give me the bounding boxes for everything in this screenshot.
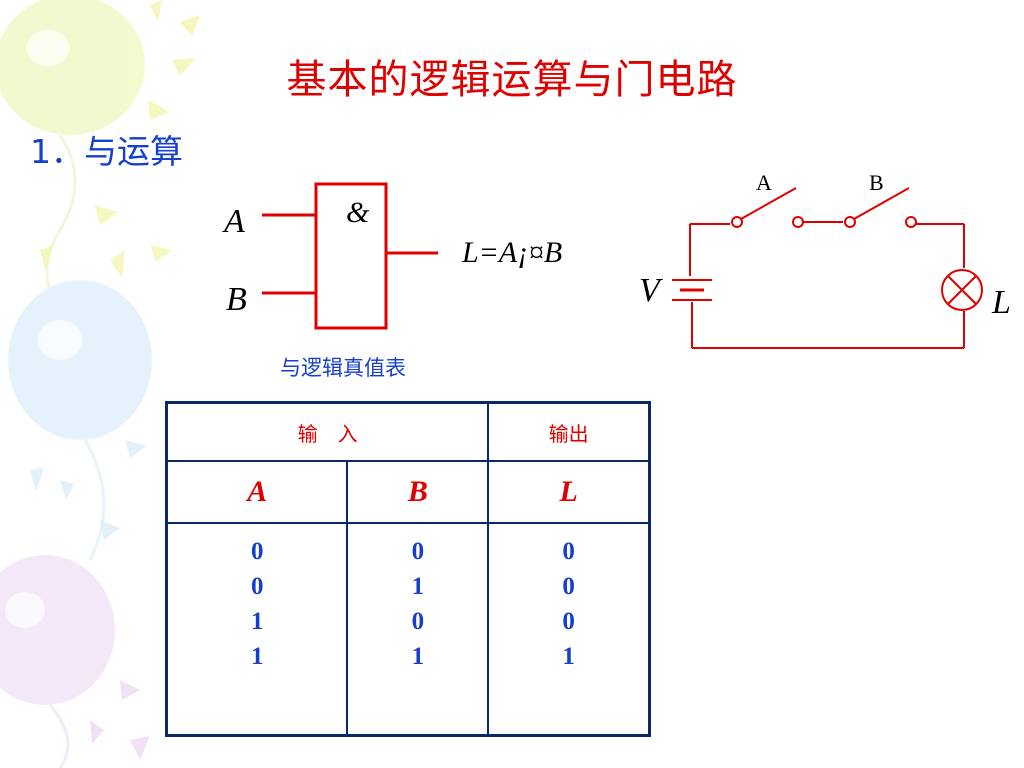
truth-table: 输 入 输出 A B L 0 0 1 1 0 1 0 1 0 0 0 1 [165, 401, 651, 737]
table-cell: 0 [411, 538, 425, 565]
output-header: 输出 [487, 401, 651, 462]
table-cell: 1 [411, 573, 425, 600]
table-cell: 1 [411, 643, 425, 670]
voltage-source-label: V [639, 272, 660, 309]
column-b-header: B [346, 460, 490, 524]
and-symbol: & [346, 196, 370, 229]
switch-b-label: B [869, 170, 884, 195]
column-a-header: A [165, 460, 349, 524]
table-header-row: 输 入 输出 [165, 401, 651, 462]
switch-a-label: A [756, 170, 772, 195]
table-cell: 1 [250, 643, 264, 670]
column-a-values: 0 0 1 1 [165, 522, 349, 737]
switch-a-left-contact [731, 216, 743, 228]
switch-b-left-contact [844, 216, 856, 228]
gate-input-b-label: B [226, 281, 247, 318]
table-cell: 0 [562, 573, 575, 600]
column-l-header: L [487, 460, 651, 524]
slide-title: 基本的逻辑运算与门电路 [286, 57, 738, 103]
switch-a-right-contact [792, 216, 804, 228]
table-cell: 0 [562, 608, 575, 635]
column-l-values: 0 0 0 1 [487, 522, 651, 737]
table-cell: 0 [250, 538, 264, 565]
table-cell: 1 [250, 608, 264, 635]
and-formula: L=A¡¤B [462, 236, 563, 269]
table-cell: 1 [562, 643, 575, 670]
switch-b-right-contact [905, 216, 917, 228]
table-variable-row: A B L [165, 460, 651, 524]
gate-input-a-label: A [224, 203, 245, 240]
switch-a-blade [740, 187, 797, 220]
table-cell: 0 [250, 573, 264, 600]
table-row: 0 0 1 1 0 1 0 1 0 0 0 1 [165, 522, 651, 737]
switch-b-blade [853, 187, 910, 220]
truth-table-caption: 与逻辑真值表 [280, 356, 406, 380]
inputs-header: 输 入 [165, 401, 490, 462]
table-cell: 0 [562, 538, 575, 565]
column-b-values: 0 1 0 1 [346, 522, 490, 737]
and-gate-box [314, 182, 388, 330]
lamp-label: L [992, 284, 1011, 321]
section-heading: 1．与运算 [30, 132, 183, 171]
table-cell: 0 [411, 608, 425, 635]
series-circuit [672, 187, 983, 349]
